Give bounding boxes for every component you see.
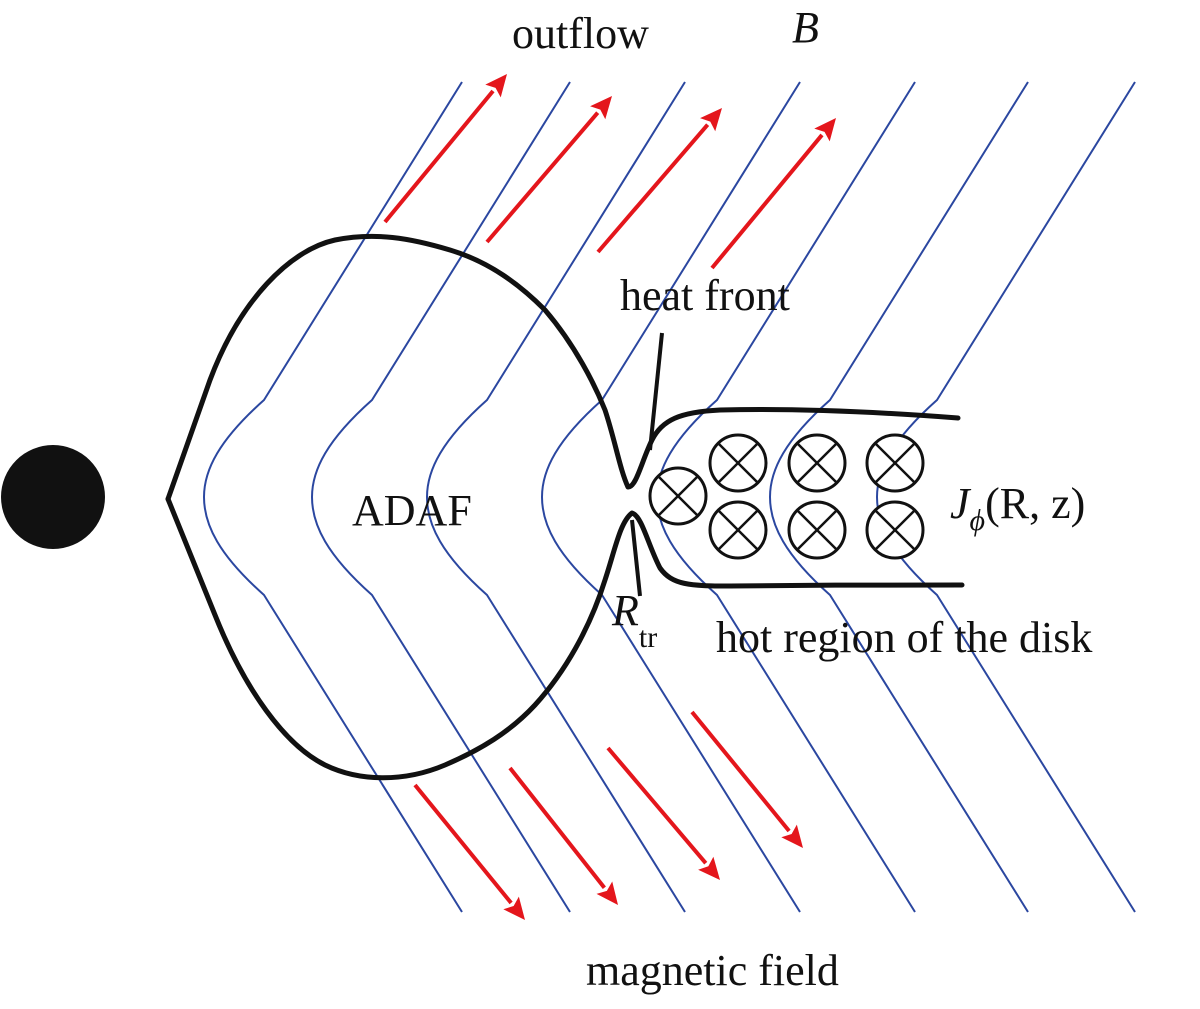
outflow-arrow-up-4	[710, 118, 836, 270]
outflow-arrow-up-3	[596, 108, 722, 254]
circled-cross-icon	[865, 433, 925, 493]
circled-cross-icon	[648, 466, 708, 526]
toroidal-current-markers	[648, 433, 925, 560]
outflow-arrow-down-4	[690, 710, 803, 848]
magnetic-field-label: magnetic field	[586, 946, 839, 995]
outflow-arrow-up-1	[383, 74, 507, 224]
current-density-args: (R, z)	[985, 479, 1085, 528]
heat-front-label: heat front	[620, 271, 790, 320]
current-density-symbol: J	[950, 479, 972, 528]
transition-radius-label: Rtr	[611, 586, 657, 654]
field-line-4	[540, 81, 801, 913]
adaf-label: ADAF	[352, 486, 472, 535]
field-line-3	[425, 81, 686, 913]
b-field-label: B	[792, 3, 819, 52]
circled-cross-icon	[708, 500, 768, 560]
outflow-arrow-up-2	[485, 96, 612, 244]
field-line-6	[768, 81, 1029, 913]
outflow-label: outflow	[512, 9, 649, 58]
outflow-arrow-down-2	[508, 766, 618, 905]
hot-region-label: hot region of the disk	[716, 613, 1092, 662]
heat-front-pointer	[648, 332, 664, 451]
current-density-subscript: ϕ	[970, 504, 986, 537]
circled-cross-icon	[865, 500, 925, 560]
field-line-1	[202, 81, 463, 913]
circled-cross-icon	[787, 500, 847, 560]
field-line-7	[875, 81, 1136, 913]
field-line-2	[310, 81, 571, 913]
outflow-arrow-down-1	[413, 783, 525, 920]
circled-cross-icon	[708, 433, 768, 493]
outflow-arrows	[383, 74, 836, 920]
current-density-label: Jϕ(R, z)	[950, 479, 1085, 537]
adaf-upper-contour	[165, 233, 961, 502]
rtr-pointer	[630, 519, 642, 597]
transition-radius-symbol: R	[611, 586, 639, 635]
black-hole-icon	[1, 445, 105, 549]
adaf-lower-contour	[165, 496, 965, 781]
circled-cross-icon	[787, 433, 847, 493]
transition-radius-subscript: tr	[639, 621, 657, 654]
outflow-arrow-down-3	[606, 746, 720, 880]
